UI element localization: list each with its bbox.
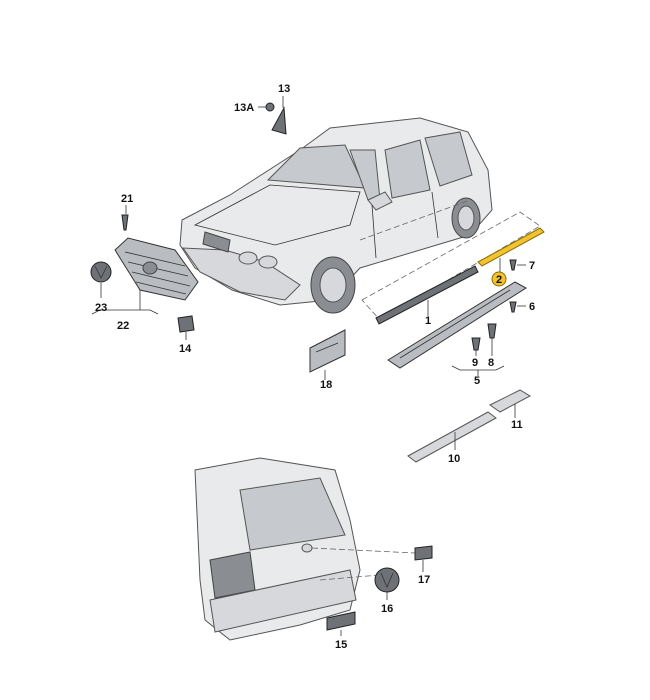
part-15-badge xyxy=(326,611,356,631)
bracket-22 xyxy=(91,309,159,315)
callout-2: 2 xyxy=(496,274,502,286)
callout-8: 8 xyxy=(488,357,494,369)
callout-15: 15 xyxy=(335,639,347,651)
callout-13: 13 xyxy=(278,83,290,95)
part-21-screw xyxy=(121,214,129,231)
callout-9: 9 xyxy=(472,357,478,369)
callout-16: 16 xyxy=(381,603,393,615)
rear-emblem-logo-mark xyxy=(380,572,394,589)
callout-11: 11 xyxy=(511,419,523,431)
door-line-1 xyxy=(371,204,377,259)
part-13-trim xyxy=(271,106,287,135)
callout-14: 14 xyxy=(179,343,192,355)
callout-13a: 13A xyxy=(234,102,254,114)
part-10-film xyxy=(407,411,497,463)
grille-opening xyxy=(202,231,231,253)
callout-18: 18 xyxy=(320,379,332,391)
callout-7: 7 xyxy=(529,260,535,272)
callout-5: 5 xyxy=(474,375,480,387)
callout-6: 6 xyxy=(529,301,535,313)
side-window-rear xyxy=(424,131,473,187)
callout-2-highlight xyxy=(491,271,507,287)
part-18-badge xyxy=(309,329,346,373)
callout-23: 23 xyxy=(95,302,107,314)
callout-22: 22 xyxy=(117,320,129,332)
side-window-mid xyxy=(384,139,431,199)
sill-ridge xyxy=(399,289,511,359)
side-molding-line xyxy=(359,199,471,241)
part-5-sill-panel xyxy=(387,281,527,369)
rear-handle xyxy=(301,543,313,553)
car-front-view xyxy=(179,117,541,321)
front-bumper xyxy=(181,247,301,301)
grille-emblem-hole xyxy=(142,261,158,275)
door-mirror xyxy=(367,191,393,211)
part-6-screw xyxy=(509,301,517,313)
badge-line xyxy=(315,342,339,353)
part-2-strip xyxy=(477,227,545,267)
car-rear-view xyxy=(194,457,416,641)
door-line-2 xyxy=(431,191,439,239)
hood xyxy=(193,184,361,246)
rear-rim xyxy=(457,205,475,231)
part-13a-nut xyxy=(265,102,275,112)
windshield xyxy=(266,144,366,189)
part-7-screw xyxy=(509,259,517,271)
part-23-emblem xyxy=(90,261,112,283)
rear-window xyxy=(239,477,346,551)
part-14-clip xyxy=(177,315,195,333)
grille-slats xyxy=(124,251,191,295)
part-9-clip xyxy=(471,337,481,351)
callout-21: 21 xyxy=(121,193,133,205)
rear-tail-light xyxy=(209,551,256,599)
callout-17: 17 xyxy=(418,574,430,586)
part-8-clip xyxy=(487,323,497,339)
floor-outline xyxy=(361,211,541,321)
leader-16-dashed xyxy=(319,574,381,581)
emblem-logo-mark xyxy=(94,265,108,279)
part-16-emblem xyxy=(374,567,400,593)
part-11-film xyxy=(489,389,532,413)
part-1-molding xyxy=(375,265,479,325)
front-rim xyxy=(319,267,347,303)
headlight-left xyxy=(238,251,258,265)
rear-bumper xyxy=(209,569,357,633)
callout-1: 1 xyxy=(425,315,431,327)
part-17-badge xyxy=(414,545,433,561)
leader-17-dashed xyxy=(311,547,416,554)
callout-10: 10 xyxy=(448,453,460,465)
headlight-right xyxy=(258,255,278,269)
